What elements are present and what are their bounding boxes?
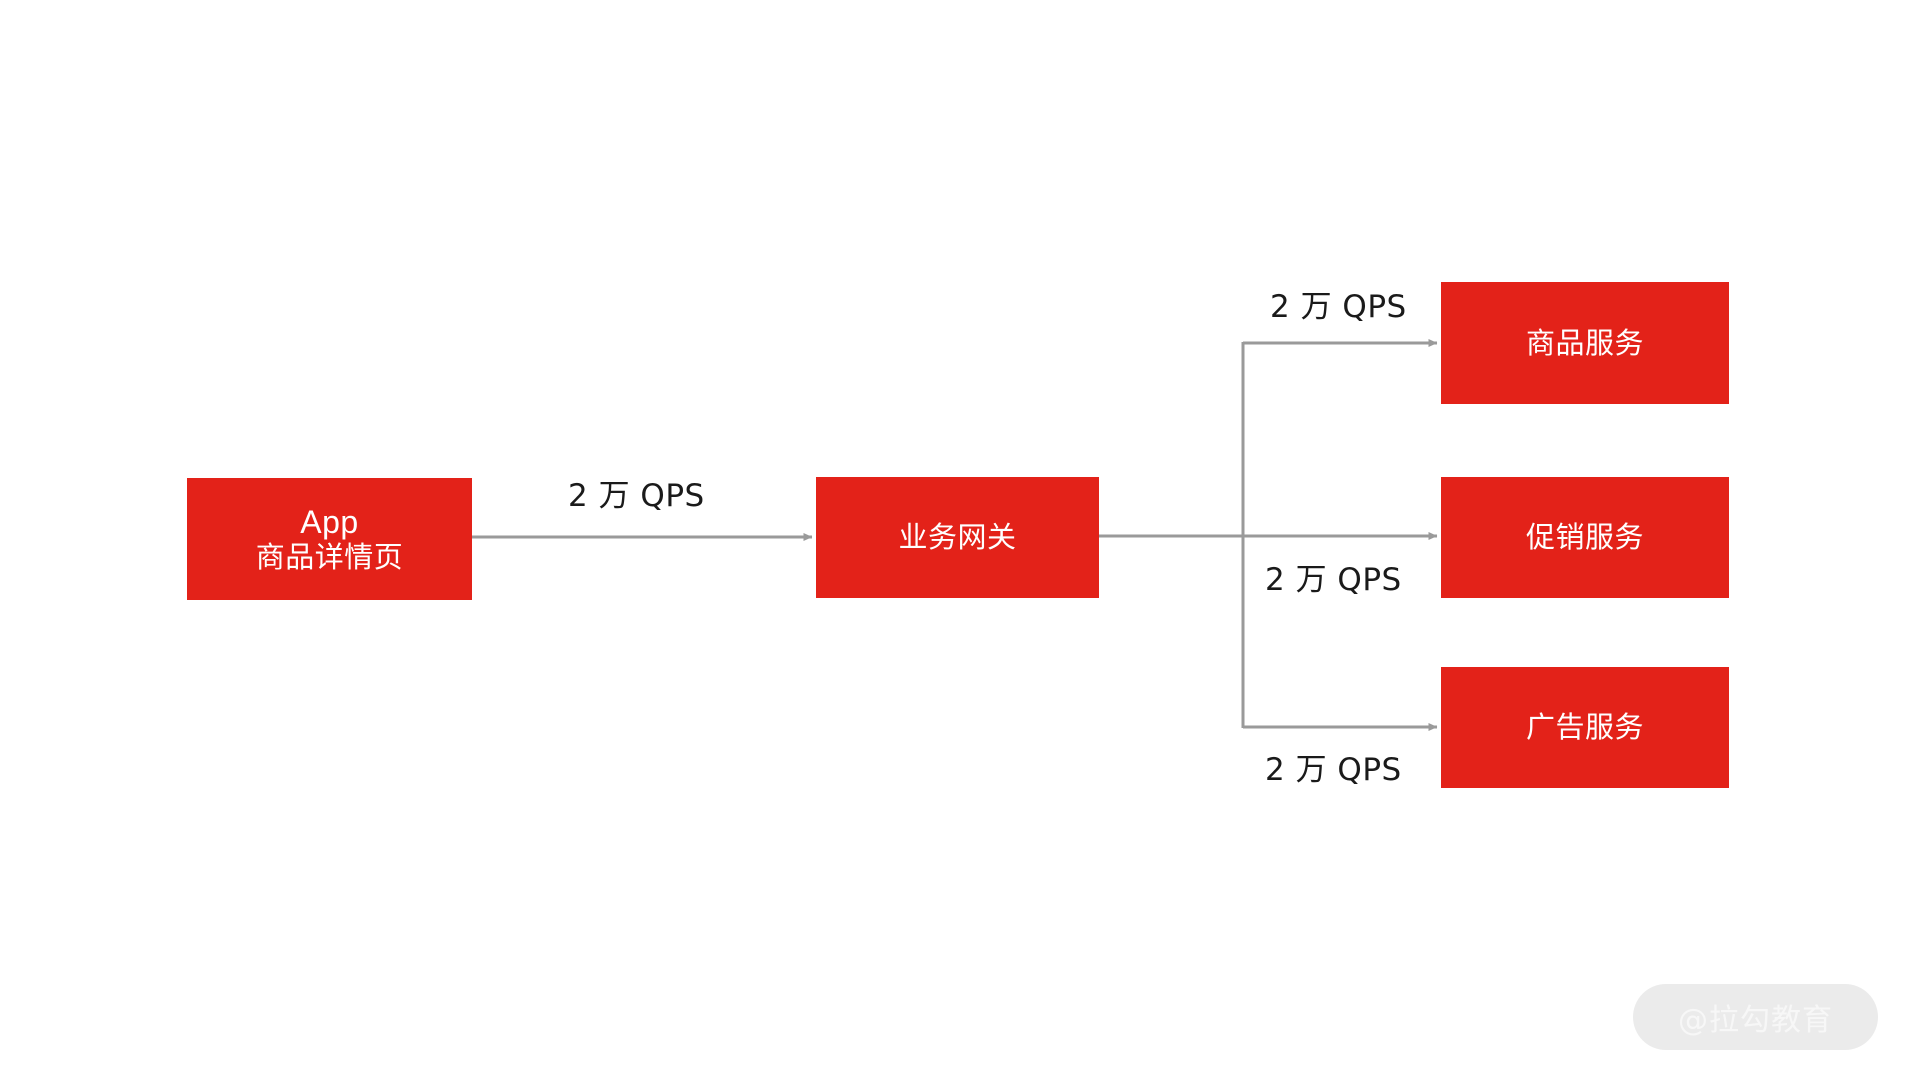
node-gateway-label: 业务网关 xyxy=(898,520,1017,555)
node-app[interactable]: App 商品详情页 xyxy=(187,478,472,600)
node-app-label-secondary: 商品详情页 xyxy=(255,539,404,574)
watermark-text: @拉勾教育 xyxy=(1678,1003,1833,1038)
node-product-service-label: 商品服务 xyxy=(1525,325,1644,360)
edge-label-app-to-gateway: 2 万 QPS xyxy=(568,478,705,514)
node-product-service[interactable]: 商品服务 xyxy=(1441,282,1729,404)
edge-label-gateway-to-ads: 2 万 QPS xyxy=(1265,752,1402,788)
node-gateway[interactable]: 业务网关 xyxy=(816,477,1099,598)
node-ads-service-label: 广告服务 xyxy=(1525,710,1644,745)
edge-label-gateway-to-promotion: 2 万 QPS xyxy=(1265,562,1402,598)
node-ads-service[interactable]: 广告服务 xyxy=(1441,667,1729,788)
edge-label-gateway-to-product: 2 万 QPS xyxy=(1270,289,1407,325)
node-promotion-service[interactable]: 促销服务 xyxy=(1441,477,1729,598)
watermark-badge: @拉勾教育 xyxy=(1633,984,1878,1050)
node-promotion-service-label: 促销服务 xyxy=(1525,520,1644,555)
node-app-label-primary: App xyxy=(300,503,359,540)
